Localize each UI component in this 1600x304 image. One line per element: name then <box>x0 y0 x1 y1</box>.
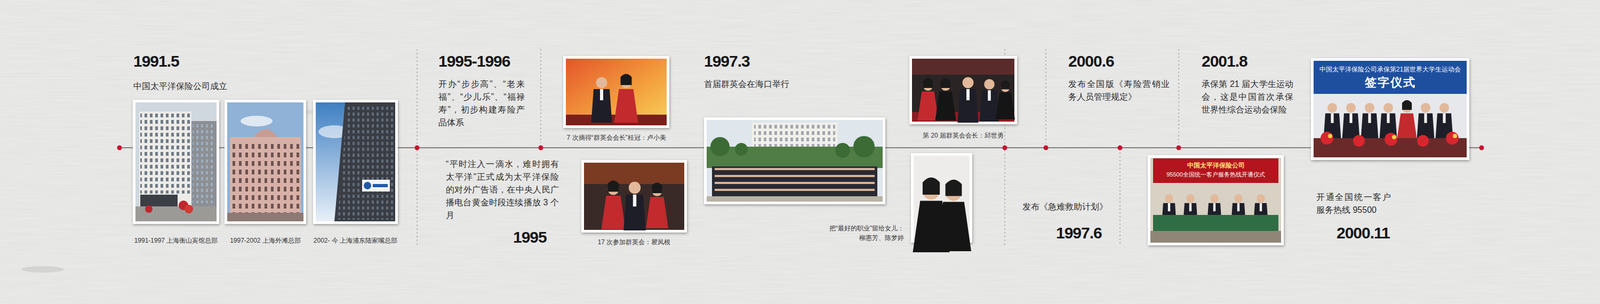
photo-caption: 7 次摘得“群英会会长”桂冠：卢小美 <box>554 133 678 142</box>
photo <box>224 99 307 224</box>
year-label: 2000.11 <box>1336 224 1390 242</box>
photo <box>1147 155 1284 246</box>
photo <box>581 160 687 233</box>
photo-caption: 把“最好的职业”留给女儿： <box>789 224 904 233</box>
milestone-text: 开办“步步高”、“老来福”、“少儿乐”、“福禄寿”，初步构建寿险产品体系 <box>438 77 525 130</box>
photo-caption: 17 次参加群英会：瞿凤根 <box>565 237 703 247</box>
photo-caption: 1997-2002 上海外滩总部 <box>212 236 319 245</box>
photo-caption: 2002- 今 上海浦东陆家嘴总部 <box>301 236 410 245</box>
photo <box>909 56 1018 125</box>
milestone-text: 开通全国统一客户服务热线 95500 <box>1316 190 1391 217</box>
photo <box>704 117 886 205</box>
banner-text: 中国太平洋保险公司 <box>1153 161 1279 170</box>
milestone-text: 发布全国版《寿险营销业务人员管理规定》 <box>1068 77 1170 104</box>
milestone-text: 中国太平洋保险公司成立 <box>133 80 228 93</box>
year-label: 1995 <box>513 228 547 246</box>
photo <box>132 99 220 224</box>
year-label: 1995-1996 <box>438 52 510 70</box>
banner-text: 签字仪式 <box>1316 75 1464 90</box>
photo <box>1310 58 1470 160</box>
year-label: 2000.6 <box>1068 52 1115 70</box>
photo <box>313 99 398 224</box>
photo <box>910 153 973 253</box>
year-label: 1991.5 <box>133 52 180 70</box>
milestone-text: 首届群英会在海口举行 <box>704 77 790 91</box>
year-label: 1997.3 <box>704 52 750 70</box>
milestone-text: 发布《急难救助计划》 <box>1022 200 1108 214</box>
banner-text: 95500全国统一客户服务热线开通仪式 <box>1153 170 1279 179</box>
photo-caption: 第 20 届群英会会长：邱世勇 <box>901 131 1026 140</box>
milestone-text: “平时注入一滴水，难时拥有太平洋”正式成为太平洋保险的对外广告语，在中央人民广播… <box>445 157 559 222</box>
year-label: 2001.8 <box>1201 52 1248 70</box>
photo <box>563 56 670 128</box>
banner-text: 中国太平洋保险公司承保第21届世界大学生运动会 <box>1316 65 1464 74</box>
milestone-text: 承保第 21 届大学生运动会，这是中国首次承保世界性综合运动会保险 <box>1201 77 1294 117</box>
photo-caption: 1991-1997 上海衡山宾馆总部 <box>122 236 230 245</box>
year-label: 1997.6 <box>1056 224 1102 242</box>
photo-caption: 柳惠芳、陈梦婷 <box>789 233 904 243</box>
